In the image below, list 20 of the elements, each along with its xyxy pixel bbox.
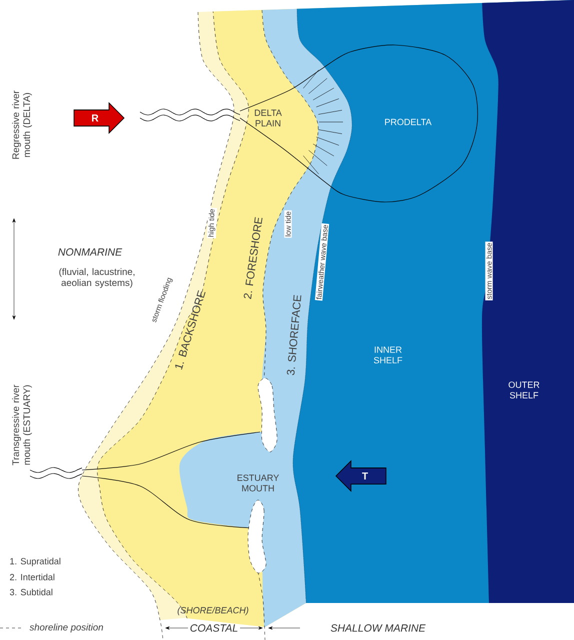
- key-note: 1. Supratidal: [10, 558, 60, 566]
- zone-label: INNER SHELF: [374, 346, 402, 364]
- zone-label: DELTA PLAIN: [254, 110, 282, 126]
- barrier-island: [248, 500, 266, 574]
- legend-label: shoreline position: [30, 624, 104, 632]
- zone-label: ESTUARY MOUTH: [238, 474, 279, 492]
- zone-label: OUTER SHELF: [508, 382, 540, 398]
- zone-label: PRODELTA: [385, 118, 432, 126]
- dimension-label: SHALLOW MARINE: [330, 624, 426, 632]
- zone-label: (SHORE/BEACH): [178, 606, 248, 616]
- region-note: (fluvial, lacustrine, aeolian systems): [59, 268, 134, 288]
- key-note: 3. Subtidal: [10, 588, 52, 596]
- dimension-label: COASTAL: [190, 624, 238, 632]
- side-label: Transgressive river mouth (ESTUARY): [12, 384, 32, 466]
- zone-label: 3. SHOREFACE: [286, 294, 302, 376]
- key-note: 2. Intertidal: [10, 574, 54, 580]
- side-label: Regressive river mouth (DELTA): [12, 90, 32, 159]
- zone-label: 2. FORESHORE: [244, 217, 262, 300]
- region-label: NONMARINE: [58, 248, 122, 256]
- barrier-island: [258, 378, 278, 452]
